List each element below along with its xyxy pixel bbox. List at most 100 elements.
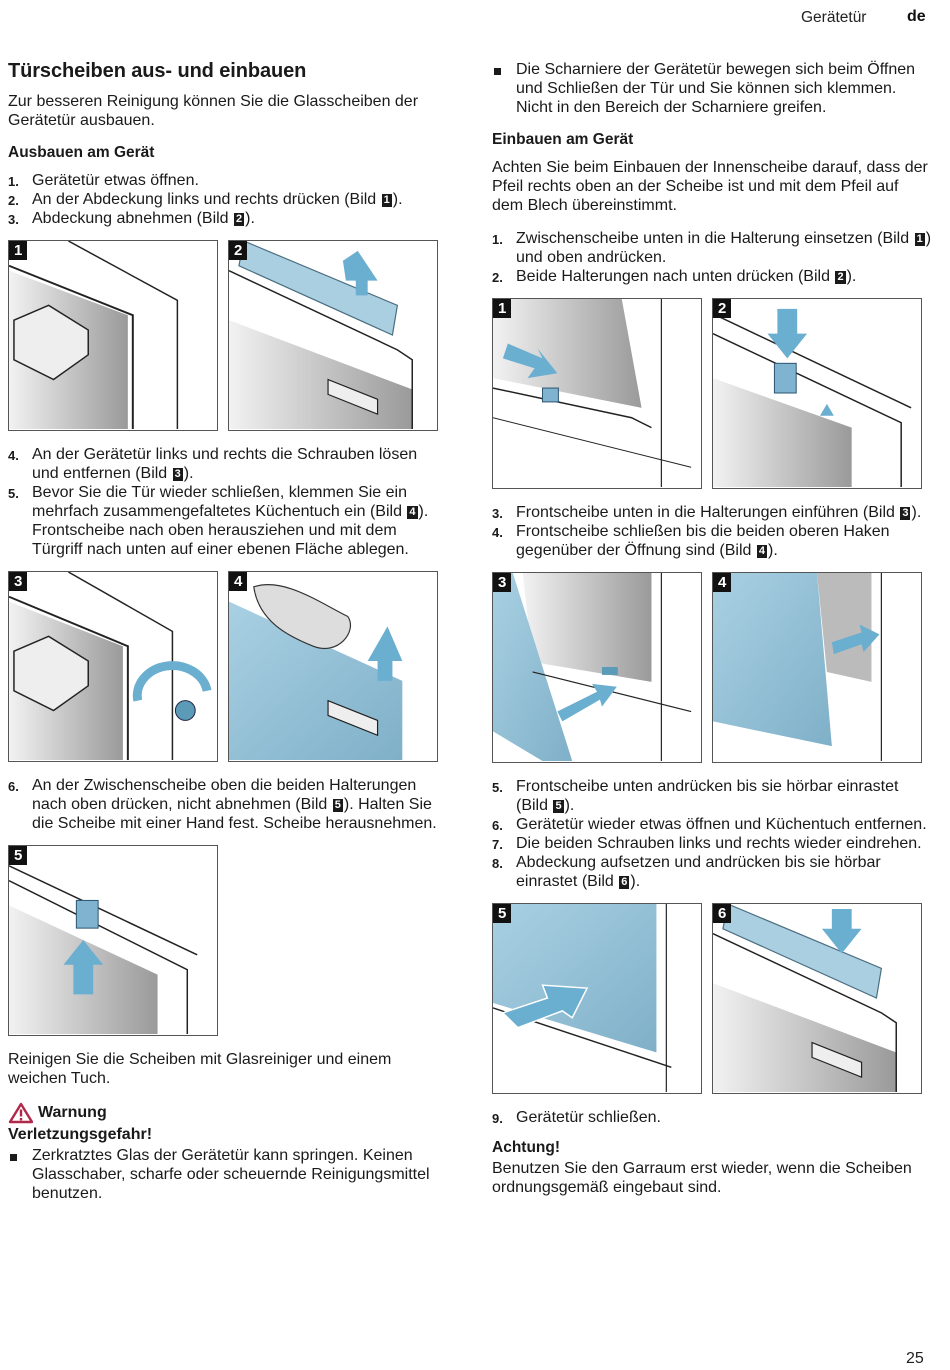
header-language: de [907, 8, 926, 25]
figure-reference-badge: 3 [172, 468, 183, 481]
step-item: 5.Bevor Sie die Tür wieder schließen, kl… [8, 483, 448, 559]
step-text-after: ). [564, 797, 575, 814]
square-bullet-icon [10, 1154, 17, 1161]
step-text-after: ). [418, 503, 429, 520]
step-text-after: ). [846, 268, 857, 285]
illustration-figure: 1 [492, 298, 702, 489]
step-item: 1.Gerätetür etwas öffnen. [8, 171, 448, 190]
removal-figures-c: 5 [8, 845, 448, 1036]
front-close-illustration [713, 573, 882, 762]
warning-subtitle: Verletzungsgefahr! [8, 1126, 153, 1143]
install-heading: Einbauen am Gerät [492, 131, 634, 148]
illustration-figure: 6 [712, 903, 922, 1094]
figure-reference-badge: 1 [914, 233, 925, 246]
step-text-after: ). Halten Sie die Scheibe mit einer Hand… [32, 796, 437, 832]
step-text: Die beiden Schrauben links und rechts wi… [516, 835, 922, 852]
step-item: 7. Die beiden Schrauben links und rechts … [492, 834, 932, 853]
figure-number-label: 5 [493, 904, 512, 923]
step-item: 4.An der Gerätetür links und rechts die … [8, 445, 448, 483]
removal-figures-b: 3 4 [8, 571, 448, 762]
figure-reference-badge: 5 [553, 800, 564, 813]
step-text: Gerätetür etwas öffnen. [32, 172, 199, 189]
caution-text: Benutzen Sie den Garraum erst wieder, we… [492, 1160, 912, 1196]
removal-steps-a: 1.Gerätetür etwas öffnen. 2. An der Abdeck… [8, 171, 448, 228]
figure-reference-badge: 1 [381, 194, 392, 207]
screw-illustration [9, 572, 212, 761]
illustration-figure: 2 [228, 240, 438, 431]
step-text: Frontscheibe unten in die Halterungen ei… [516, 504, 900, 521]
cover-press-illustration [713, 904, 897, 1093]
install-figures-b: 3 4 [492, 572, 932, 763]
illustration-figure: 5 [8, 845, 218, 1036]
cleaning-text: Reinigen Sie die Scheiben mit Glasreinig… [8, 1051, 392, 1087]
figure-reference-badge: 2 [234, 213, 245, 226]
install-figures-a: 1 2 [492, 298, 932, 489]
bracket-in-illustration [493, 299, 692, 488]
step-extra-text: Frontscheibe nach oben herausziehen und … [32, 522, 409, 558]
step-number: 4. [492, 525, 503, 540]
step-number: 5. [492, 780, 503, 795]
step-number: 8. [492, 856, 503, 871]
front-insert-illustration [493, 573, 692, 762]
step-number: 1. [492, 232, 503, 247]
install-steps-d: 9. Gerätetür schließen. [492, 1108, 932, 1127]
figure-number-label: 4 [713, 573, 732, 592]
step-text-after: ). [630, 873, 641, 890]
step-text: An der Abdeckung links und rechts drücke… [32, 191, 381, 208]
bracket-down-illustration [713, 308, 912, 488]
figure-number-label: 4 [229, 572, 248, 591]
illustration-figure: 4 [228, 571, 438, 762]
warning-header: Warnung [8, 1102, 448, 1124]
square-bullet-icon [494, 68, 501, 75]
towel-illustration [229, 584, 403, 761]
install-steps-b: 3.Frontscheibe unten in die Halterungen … [492, 503, 932, 560]
step-text: Frontscheibe schließen bis die beiden ob… [516, 523, 890, 559]
page-number: 25 [906, 1350, 924, 1367]
figure-reference-badge: 5 [332, 799, 343, 812]
header-section-title: Gerätetür [801, 9, 867, 26]
figure-reference-badge: 2 [835, 271, 846, 284]
step-text: Frontscheibe unten andrücken bis sie hör… [516, 778, 899, 814]
figure-number-label: 2 [229, 241, 248, 260]
figure-number-label: 5 [9, 846, 28, 865]
page-title: Türscheiben aus- und einbauen [8, 60, 307, 82]
install-steps-a: 1. Zwischenscheibe unten in die Halterung… [492, 229, 932, 286]
right-column: Die Scharniere der Gerätetür bewegen sic… [492, 60, 932, 1211]
step-number: 9. [492, 1111, 503, 1126]
figure-number-label: 1 [9, 241, 28, 260]
intro-text: Zur besseren Reinigung können Sie die Gl… [8, 93, 419, 129]
step-text: Gerätetür wieder etwas öffnen und Küchen… [516, 816, 927, 833]
bracket-up-illustration [9, 865, 198, 1035]
step-item: 9. Gerätetür schließen. [492, 1108, 932, 1127]
figure-number-label: 2 [713, 299, 732, 318]
figure-number-label: 3 [493, 573, 512, 592]
figure-number-label: 1 [493, 299, 512, 318]
step-number: 3. [8, 212, 19, 227]
removal-steps-c: 6. An der Zwischenscheibe oben die beiden… [8, 776, 448, 833]
figure-reference-badge: 3 [900, 507, 911, 520]
warning-triangle-icon [8, 1102, 34, 1124]
step-number: 2. [8, 193, 19, 208]
step-text: An der Zwischenscheibe oben die beiden H… [32, 777, 417, 813]
step-number: 7. [492, 837, 503, 852]
step-number: 4. [8, 448, 19, 463]
step-text: Bevor Sie die Tür wieder schließen, klem… [32, 484, 407, 520]
figure-reference-badge: 6 [619, 876, 630, 889]
install-steps-c: 5. Frontscheibe unten andrücken bis sie h… [492, 777, 932, 891]
bullet-item: Zerkratztes Glas der Gerätetür kann spri… [8, 1146, 448, 1203]
bullet-text: Zerkratztes Glas der Gerätetür kann spri… [32, 1147, 430, 1202]
warning-title: Warnung [38, 1104, 107, 1121]
step-number: 6. [8, 779, 19, 794]
step-text-after: ). [768, 542, 778, 559]
step-text: Beide Halterungen nach unten drücken (Bi… [516, 268, 835, 285]
figure-reference-badge: 4 [756, 545, 767, 558]
bullet-item: Die Scharniere der Gerätetür bewegen sic… [492, 60, 932, 117]
figure-reference-badge: 4 [407, 506, 418, 519]
step-text: Zwischenscheibe unten in die Halterung e… [516, 230, 914, 247]
step-item: 5. Frontscheibe unten andrücken bis sie h… [492, 777, 932, 815]
step-number: 2. [492, 270, 503, 285]
step-text: Gerätetür schließen. [516, 1109, 661, 1126]
step-item: 6.Gerätetür wieder etwas öffnen und Küch… [492, 815, 932, 834]
step-text: Abdeckung aufsetzen und andrücken bis si… [516, 854, 881, 890]
illustration-figure: 4 [712, 572, 922, 763]
